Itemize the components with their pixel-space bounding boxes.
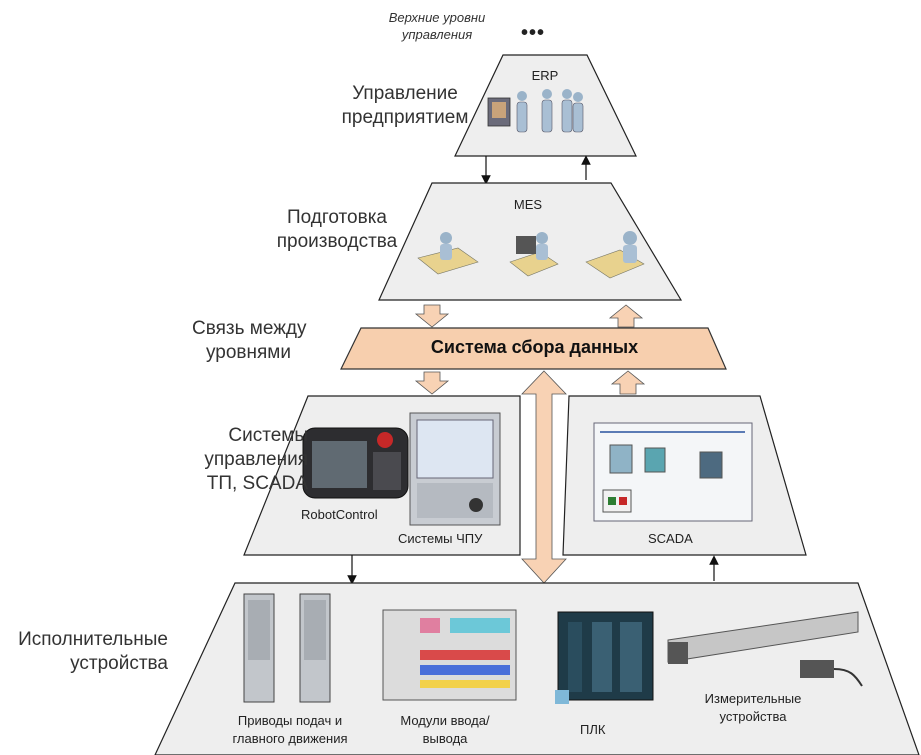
erp-system-label: ERP (531, 68, 559, 83)
field-label-line1: Исполнительные (18, 629, 168, 650)
meas-label-line2: устройства (719, 709, 787, 724)
mes-up-block-arrow (608, 304, 644, 328)
meas-label-line1: Измерительные (704, 691, 802, 706)
drives-label-line2: главного движения (232, 731, 348, 746)
plc-icon (555, 611, 654, 704)
io-modules-icon (382, 609, 517, 701)
erp-users-icon (487, 89, 584, 133)
plc-label: ПЛК (580, 722, 606, 737)
robot-control-label: RobotControl (301, 507, 378, 522)
mes-workers-icon (417, 231, 645, 279)
top-ellipsis: ••• (521, 22, 546, 44)
mes-down-block-arrow (414, 304, 450, 328)
measuring-devices-icon (667, 611, 863, 687)
data-collection-bar (340, 327, 727, 370)
control-label-line2: управления (204, 449, 308, 470)
bar-down-block-arrow (414, 371, 450, 395)
control-label-line1: Системы (228, 425, 308, 446)
field-to-bar-double-arrow (521, 370, 567, 584)
bar-up-block-arrow (610, 370, 646, 395)
erp-label-line1: Управление (352, 83, 458, 104)
io-label-line1: Модули ввода/ (400, 713, 490, 728)
drives-icon (243, 593, 331, 703)
scada-screen-icon (593, 422, 753, 522)
top-note-line1: Верхние уровни (388, 10, 486, 25)
link-label-line2: уровнями (206, 342, 291, 363)
io-label-line2: вывода (422, 731, 468, 746)
drives-label-line1: Приводы подач и (237, 713, 343, 728)
top-note-line2: управления (401, 27, 473, 42)
robot-pendant-icon (302, 427, 409, 499)
link-label-line1: Связь между (192, 318, 307, 339)
cnc-label: Системы ЧПУ (398, 531, 483, 546)
field-level (154, 582, 920, 755)
mes-label-line2: производства (276, 231, 398, 252)
data-collection-bar-label: Система сбора данных (430, 337, 639, 357)
field-label-line2: устройства (70, 653, 168, 674)
cnc-panel-icon (409, 412, 501, 526)
erp-label-line2: предприятием (341, 107, 469, 128)
scada-label: SCADA (648, 531, 693, 546)
mes-system-label: MES (513, 197, 543, 212)
control-label-line3: ТП, SCADA (206, 473, 308, 494)
mes-label-line1: Подготовка (286, 207, 387, 228)
